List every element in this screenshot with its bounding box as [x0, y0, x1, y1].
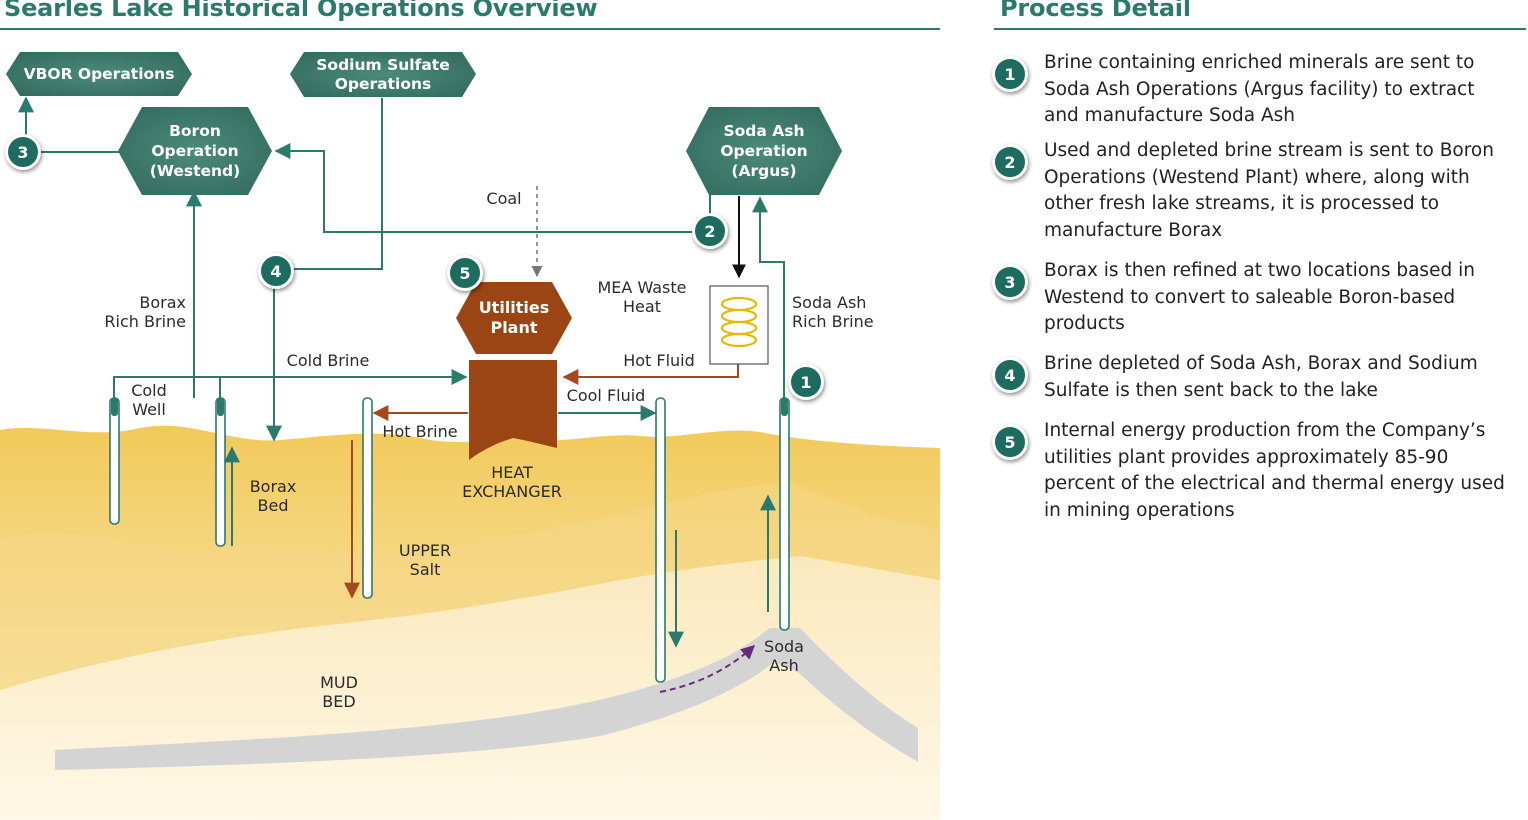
hot-brine-well-pipe	[362, 397, 373, 599]
soda-ash-well-pipe	[779, 397, 790, 631]
soda-ash-operation-label: Soda Ash Operation (Argus)	[720, 122, 808, 180]
heat-exchanger	[469, 360, 557, 460]
flow-2-to-boron	[274, 143, 694, 233]
soda-ash-layer-label: Soda Ash	[764, 637, 804, 675]
soda-ash-sediment	[55, 628, 918, 770]
soda-ash-rich-brine-line	[752, 196, 785, 398]
detail-text-5: Internal energy production from the Comp…	[1044, 420, 1505, 521]
cold-well-pipe	[109, 397, 120, 525]
utilities-plant-label: Utilities Plant	[478, 298, 550, 337]
hot-brine-label: Hot Brine	[382, 422, 458, 441]
mud-bed-label: MUD BED	[320, 673, 358, 711]
detail-text-1: Brine containing enriched minerals are s…	[1044, 52, 1475, 126]
detail-text-3: Borax is then refined at two locations b…	[1044, 260, 1475, 334]
hot-fluid-line	[562, 362, 739, 385]
coal-label: Coal	[486, 189, 522, 208]
cool-fluid-well-pipe	[655, 397, 666, 683]
boron-operation-node	[118, 107, 272, 195]
vbor-operations-node	[6, 52, 192, 96]
process-detail-title: Process Detail	[1000, 0, 1191, 22]
cold-brine-line	[113, 369, 468, 398]
sulfate-to-lake	[290, 98, 383, 270]
boron-operation-label: Boron Operation (Westend)	[149, 122, 241, 180]
title-divider	[0, 28, 940, 30]
marker-2: 2	[692, 213, 728, 249]
marker-1: 1	[788, 364, 824, 400]
sodium-sulfate-node	[290, 52, 476, 97]
detail-number-5: 5	[992, 424, 1028, 460]
cold-brine-label: Cold Brine	[286, 351, 370, 370]
borax-well-line	[194, 376, 221, 398]
soda-ash-migration-arrow	[659, 645, 756, 693]
borax-well-pipe	[215, 397, 226, 547]
mea-waste-heat-label: MEA Waste Heat	[597, 278, 687, 316]
hot-fluid-label: Hot Fluid	[623, 351, 695, 370]
soda-ash-operation-node	[686, 107, 842, 195]
soda-ash-rich-brine-label: Soda Ash Rich Brine	[792, 293, 874, 331]
coil-icon	[720, 296, 758, 348]
borax-rich-brine-label: Borax Rich Brine	[104, 293, 186, 331]
operations-diagram	[0, 52, 940, 820]
borax-bed-label: Borax Bed	[249, 477, 297, 515]
diagram-title: Searles Lake Historical Operations Overv…	[4, 0, 598, 22]
cool-fluid-label: Cool Fluid	[566, 386, 646, 405]
detail-number-4: 4	[992, 357, 1028, 393]
sodium-sulfate-label: Sodium Sulfate Operations	[316, 55, 450, 93]
cold-well-label: Cold Well	[131, 381, 167, 419]
marker-4: 4	[258, 253, 294, 289]
process-detail-divider	[994, 28, 1526, 30]
detail-number-3: 3	[992, 264, 1028, 300]
detail-number-2: 2	[992, 144, 1028, 180]
marker-5: 5	[447, 255, 483, 291]
heat-exchanger-label: HEAT EXCHANGER	[462, 463, 562, 501]
vbor-operations-label: VBOR Operations	[23, 65, 175, 83]
detail-text-2: Used and depleted brine stream is sent t…	[1044, 140, 1494, 241]
detail-number-1: 1	[992, 56, 1028, 92]
utilities-plant-node	[456, 282, 572, 354]
detail-text-4: Brine depleted of Soda Ash, Borax and So…	[1044, 353, 1478, 401]
upper-salt-label: UPPER Salt	[398, 541, 452, 579]
marker-3: 3	[5, 134, 41, 170]
